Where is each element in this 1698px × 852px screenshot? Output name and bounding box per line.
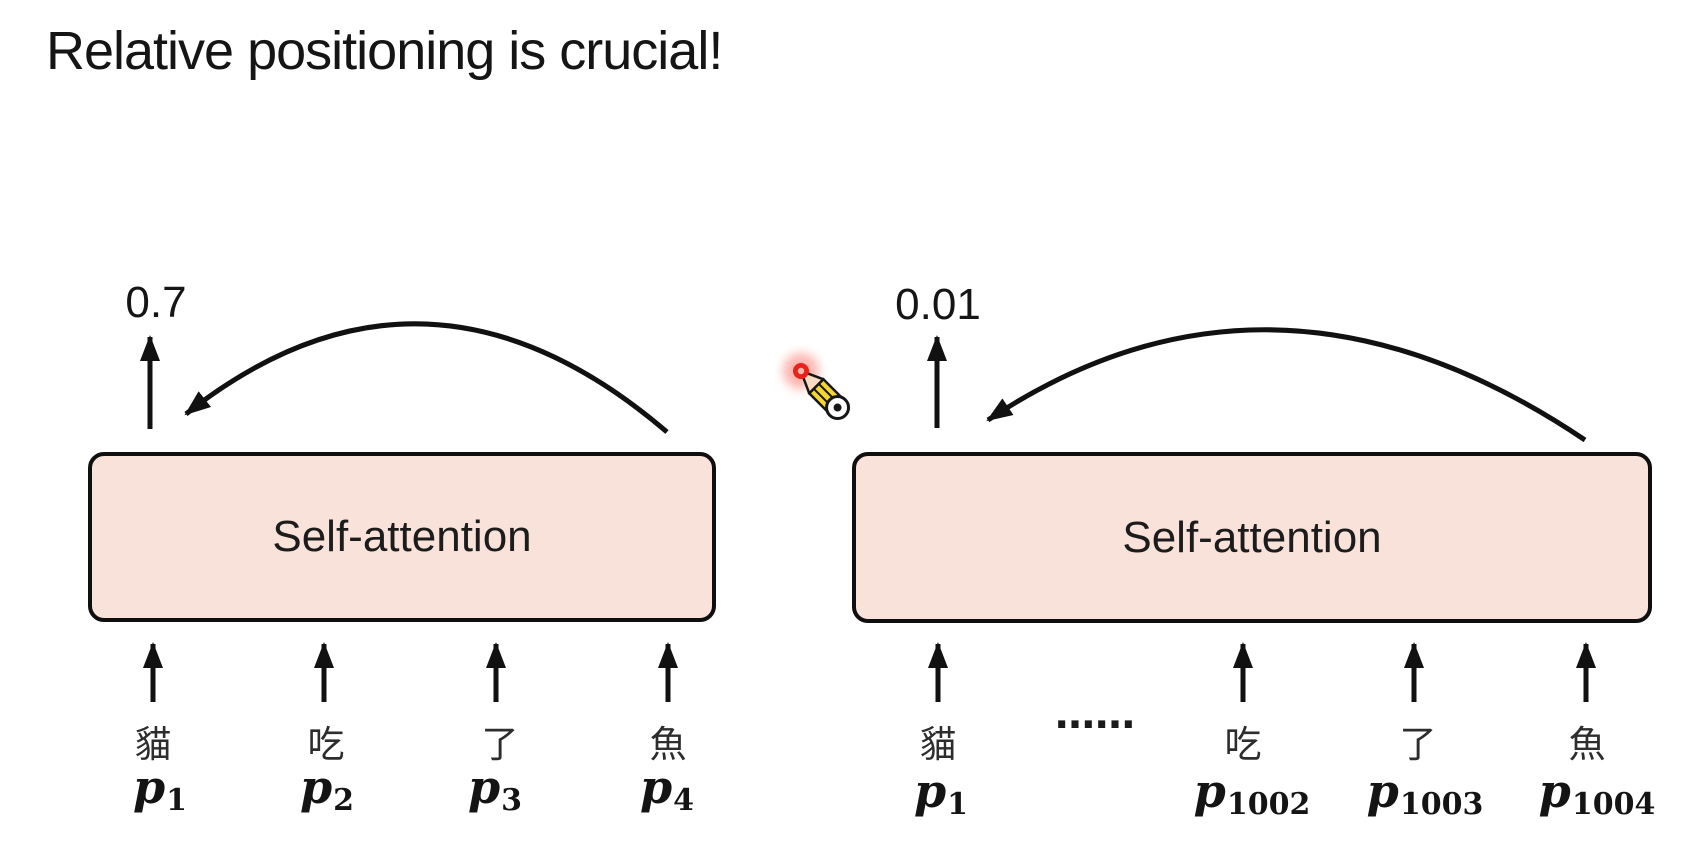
token-label: 貓	[919, 723, 957, 766]
position-label: p1002	[1193, 764, 1311, 822]
attention-score-right: 0.01	[895, 280, 981, 329]
laser-glow	[783, 353, 819, 389]
position-label: p1004	[1538, 764, 1656, 822]
token-label: 魚	[1568, 723, 1606, 766]
token-label: 魚	[649, 723, 687, 766]
token-label: 貓	[134, 723, 172, 766]
position-label: p1	[913, 764, 969, 822]
self-attention-box-right: Self-attention	[852, 452, 1652, 623]
pencil-tip	[799, 369, 825, 395]
position-label: p4	[639, 760, 695, 818]
token-label: 吃	[307, 723, 345, 766]
attention-arc-left	[184, 321, 669, 434]
pencil-end-cap	[825, 395, 851, 421]
ellipsis-label: ……	[1055, 692, 1135, 738]
position-label: p1003	[1366, 764, 1484, 822]
self-attention-label: Self-attention	[272, 512, 532, 561]
position-label: p3	[467, 760, 523, 818]
token-label: 了	[1399, 723, 1437, 766]
pencil-body	[807, 377, 847, 417]
self-attention-label: Self-attention	[1122, 512, 1382, 562]
slide-title: Relative positioning is crucial!	[46, 21, 723, 81]
pencil-laser-pointer-icon	[783, 353, 851, 421]
token-label: 吃	[1224, 723, 1262, 766]
attention-arc-right	[986, 327, 1587, 443]
token-label: 了	[481, 723, 519, 766]
attention-score-left: 0.7	[125, 278, 187, 327]
laser-dot	[793, 363, 809, 379]
position-label: p1	[132, 760, 188, 818]
position-label: p2	[299, 760, 355, 818]
self-attention-box-left: Self-attention	[88, 452, 716, 622]
